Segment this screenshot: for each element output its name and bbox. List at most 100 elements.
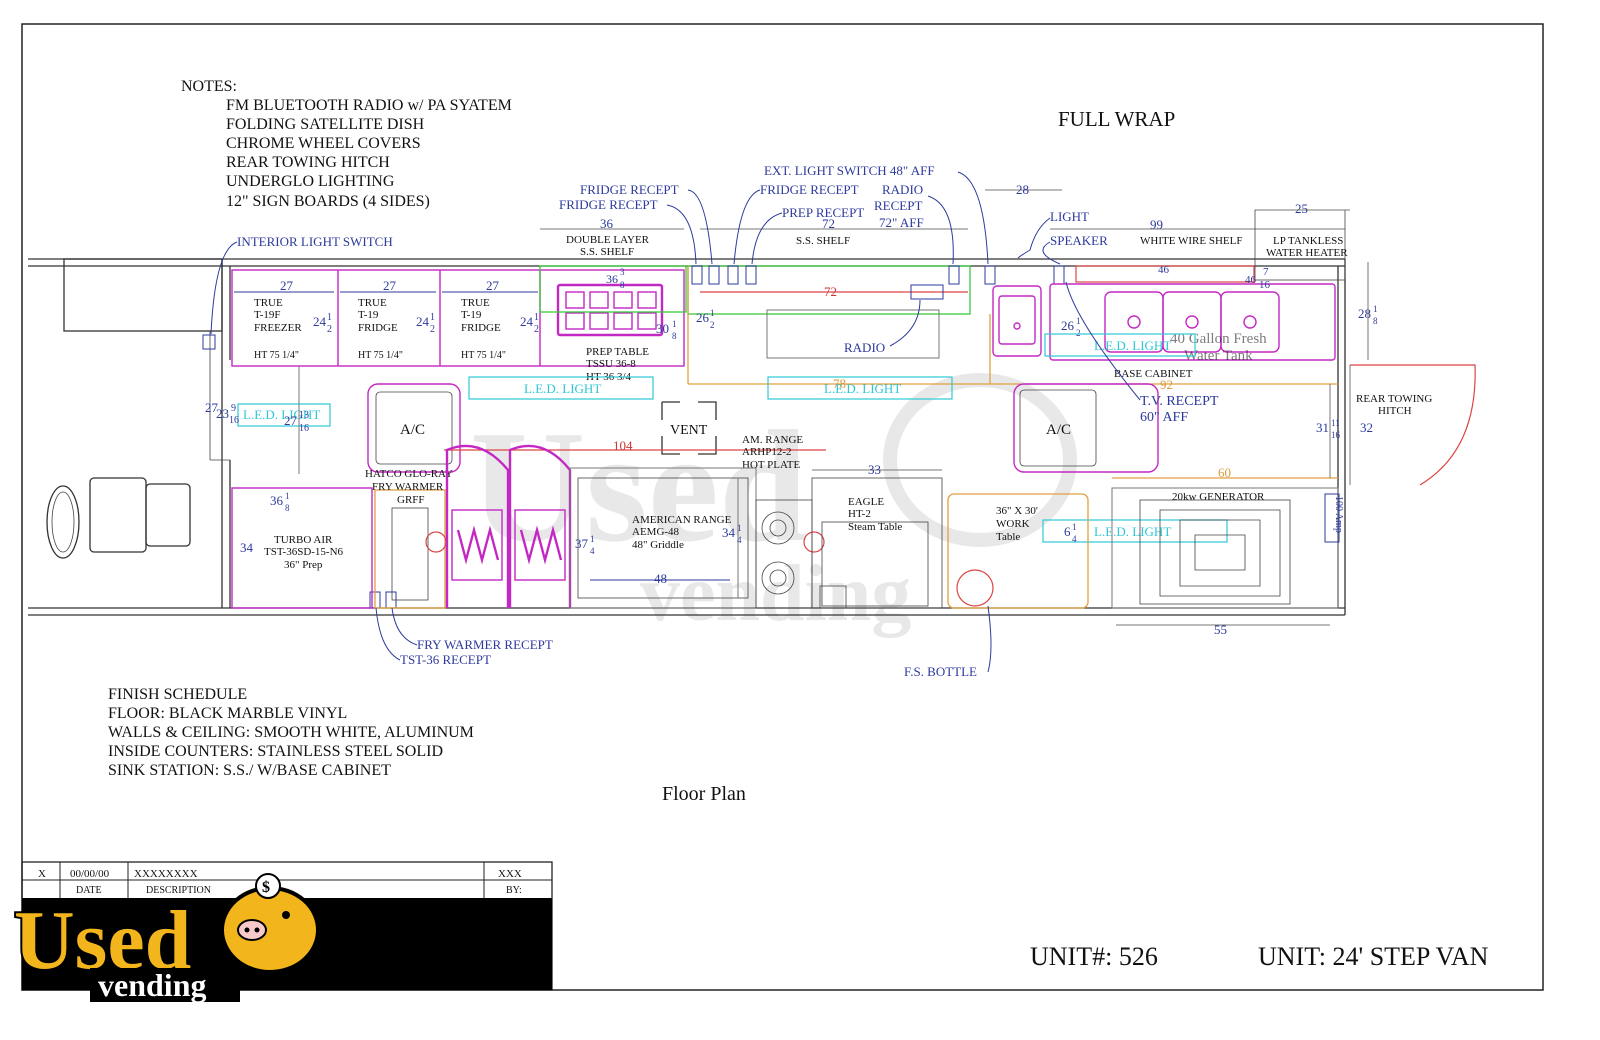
dim-label: 1 <box>590 534 595 544</box>
dim-label: 104 <box>613 438 633 453</box>
fridge-label: TRUE <box>461 297 490 309</box>
dim-label: 27 <box>280 278 294 293</box>
fry-warmer-label: GRFF <box>397 494 425 506</box>
prep-unit-label: TST-36SD-15-N6 <box>264 546 344 558</box>
dim-label: 4 <box>590 546 595 556</box>
dim-label: 8 <box>1373 316 1378 326</box>
fridge-label: T-19 <box>461 309 482 321</box>
description-header: DESCRIPTION <box>146 885 211 896</box>
notes-item: UNDERGLO LIGHTING <box>226 173 395 190</box>
used-vending-logo: Used $ vending <box>12 873 320 1003</box>
cook-line: 36 1 8 34 TURBO AIR TST-36SD-15-N6 36" P… <box>231 444 1344 637</box>
water-heater-label: LP TANKLESS <box>1273 235 1343 247</box>
dim-label: 2 <box>1076 328 1081 338</box>
dim-label: 28 <box>1016 182 1029 197</box>
fridge-height: HT 75 1/4" <box>461 350 506 361</box>
dim-label: 4 <box>737 535 742 545</box>
freezer-label: FREEZER <box>254 322 302 334</box>
dim-label: 13 <box>299 410 309 421</box>
callout-speaker: SPEAKER <box>1050 233 1108 248</box>
work-table-label: 36" X 30' <box>996 505 1038 517</box>
dim-label: 8 <box>285 503 290 513</box>
dim-label: 55 <box>1214 622 1227 637</box>
steam-table-label: Steam Table <box>848 521 902 533</box>
work-table-label: Table <box>996 531 1020 543</box>
range-label: AM. RANGE <box>742 434 803 446</box>
shelf-label: S.S. SHELF <box>796 235 850 247</box>
dim-label: 27 <box>284 413 298 428</box>
dim-label: 16 <box>299 423 309 434</box>
water-heater-label: WATER HEATER <box>1266 247 1348 259</box>
callout-fs-bottle: F.S. BOTTLE <box>904 664 977 679</box>
griddle-label: AMERICAN RANGE <box>632 514 732 526</box>
description-cell: XXXXXXXX <box>134 868 198 880</box>
shelf-label: WHITE WIRE SHELF <box>1140 235 1242 247</box>
dim-label: 1 <box>672 319 677 329</box>
sheet-border <box>21 23 1544 991</box>
griddle-label: AEMG-48 <box>632 526 680 538</box>
unit-type: UNIT: 24' STEP VAN <box>1258 942 1489 971</box>
dim-label: 1 <box>710 308 715 318</box>
water-tank-label: 40 Gallon Fresh <box>1170 331 1267 347</box>
freezer-height: HT 75 1/4" <box>254 350 299 361</box>
dim-label: 2 <box>430 324 435 335</box>
dim-label: 1 <box>1373 304 1378 314</box>
dim-label: 46 <box>1245 274 1257 286</box>
dim-label: 27 <box>205 400 219 415</box>
finish-item: INSIDE COUNTERS: STAINLESS STEEL SOLID <box>108 743 443 760</box>
dim-label: 1 <box>327 312 332 323</box>
dim-label: 31 <box>1316 420 1329 435</box>
finish-item: WALLS & CEILING: SMOOTH WHITE, ALUMINUM <box>108 724 474 741</box>
amp-panel <box>1324 493 1340 543</box>
dim-label: 72 <box>822 216 835 231</box>
finish-item: SINK STATION: S.S./ W/BASE CABINET <box>108 762 391 779</box>
dim-label: 24 <box>520 314 534 329</box>
dim-label: 34 <box>722 525 736 540</box>
dim-label: 72 <box>824 284 837 299</box>
vent-label: VENT <box>670 423 708 438</box>
ac-label: A/C <box>400 422 425 438</box>
dim-label: 78 <box>833 376 846 391</box>
steam-table-label: HT-2 <box>848 508 871 520</box>
dim-label: 26 <box>696 310 710 325</box>
ac-label: A/C <box>1046 422 1071 438</box>
driver-seat-icon <box>89 477 147 553</box>
callout-fridge-recept: FRIDGE RECEPT <box>580 182 679 197</box>
cab-dash <box>63 258 223 332</box>
dim-label: 1 <box>534 312 539 323</box>
ac-unit-front: A/C <box>367 383 461 473</box>
rear-hitch-label: HITCH <box>1378 405 1412 417</box>
dim-label: 4 <box>1072 534 1077 544</box>
callout-tst36-recept: TST-36 RECEPT <box>400 652 491 667</box>
notes-item: CHROME WHEEL COVERS <box>226 135 421 152</box>
logo-vending-text: vending <box>98 967 206 1003</box>
rev-cell: X <box>38 868 46 880</box>
fridge-label: FRIDGE <box>358 322 398 334</box>
dim-label: 24 <box>416 314 430 329</box>
radio-icon <box>910 284 944 300</box>
freezer-label: TRUE <box>254 297 283 309</box>
amp-label: 100 Amp <box>1333 496 1344 533</box>
fridge-label: T-19 <box>358 309 379 321</box>
double-layer-shelf: 36 DOUBLE LAYER S.S. SHELF <box>540 216 684 258</box>
shelf-label: S.S. SHELF <box>580 246 634 258</box>
callout-radio-recept: 72" AFF <box>879 215 924 230</box>
center-counter <box>766 309 940 359</box>
prep-table-label: TSSU 36-8 <box>586 358 636 370</box>
dim-label: 2 <box>327 324 332 335</box>
notes-item: FOLDING SATELLITE DISH <box>226 116 425 133</box>
work-table-label: WORK <box>996 518 1030 530</box>
dim-label: 33 <box>868 462 881 477</box>
fridge-label: TRUE <box>358 297 387 309</box>
dim-label: 26 <box>1061 318 1075 333</box>
fridge-height: HT 75 1/4" <box>358 350 403 361</box>
dim-label: 9 <box>231 403 236 414</box>
notes-heading: NOTES: <box>181 78 237 95</box>
fridge-bank: 27 27 27 TRUE T-19F FREEZER HT 75 1/4" T… <box>231 269 685 367</box>
dim-label: 37 <box>575 536 589 551</box>
callout-radio-recept: RECEPT <box>874 198 922 213</box>
callout-ext-light-switch: EXT. LIGHT SWITCH 48" AFF <box>764 163 935 178</box>
callout-interior-light-switch: INTERIOR LIGHT SWITCH <box>237 234 393 249</box>
dim-label: 46 <box>1158 264 1170 276</box>
